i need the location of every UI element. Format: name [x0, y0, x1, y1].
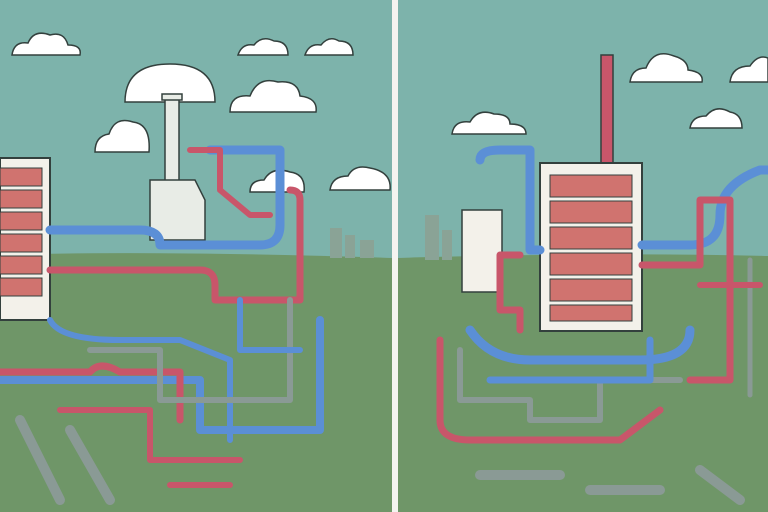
panel-divider — [392, 0, 398, 512]
left-panel — [0, 0, 393, 512]
cloud-icon — [451, 53, 768, 135]
chimney-icon — [149, 93, 206, 241]
building-icon — [461, 162, 643, 332]
chimney-icon — [600, 54, 614, 171]
pipe-network — [0, 145, 324, 505]
city-skyline — [425, 215, 452, 260]
pipe-network — [436, 145, 768, 505]
city-skyline — [330, 228, 374, 258]
building-icon — [0, 157, 51, 321]
cloud-icon — [11, 32, 81, 56]
cloud-icon — [124, 63, 216, 103]
right-panel — [398, 0, 768, 512]
cloud-icon — [229, 79, 317, 113]
